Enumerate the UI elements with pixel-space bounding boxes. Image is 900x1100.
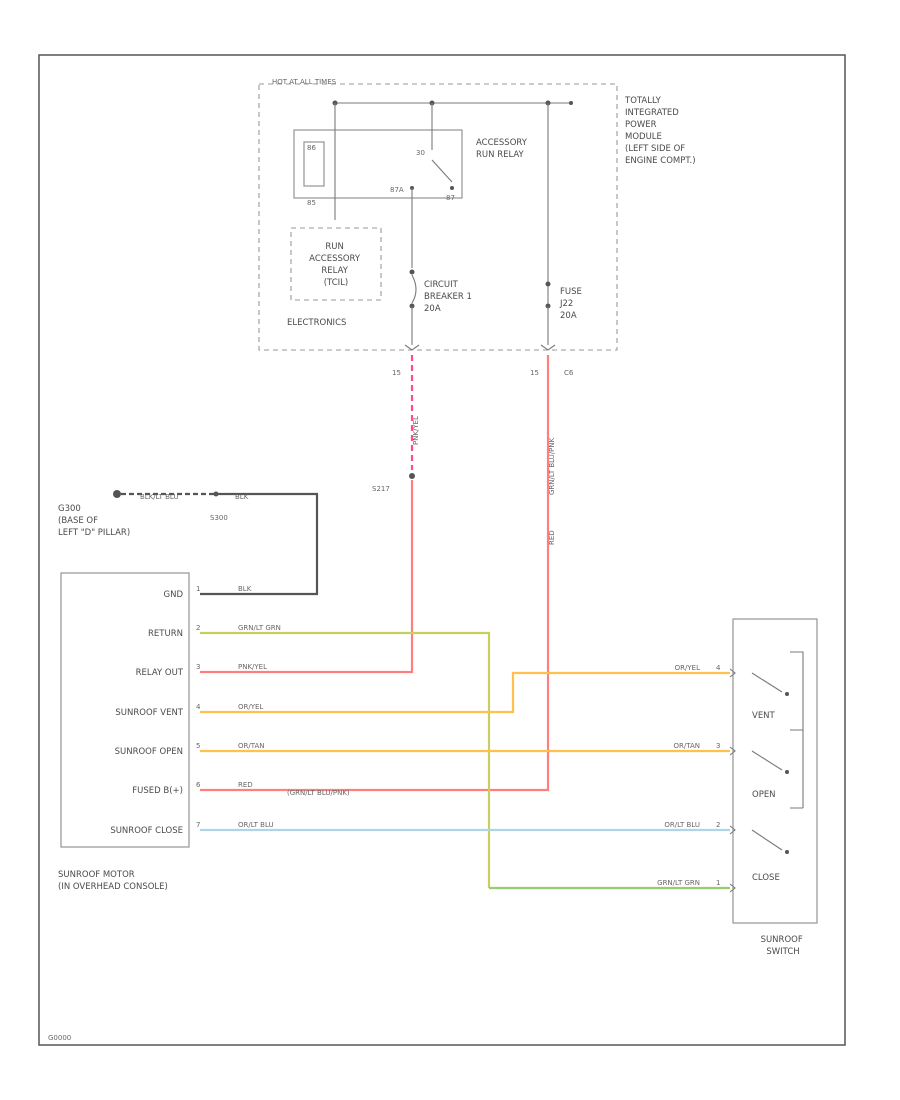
motor-wire-color-label: OR/TAN (238, 742, 265, 750)
switch-vent-contact (751, 672, 783, 693)
sunroof-motor-name: SUNROOF MOTOR (IN OVERHEAD CONSOLE) (58, 870, 168, 892)
switch-open-label: OPEN (752, 790, 776, 800)
motor-pin-number: 6 (196, 781, 201, 789)
switch-vent-label: VENT (752, 711, 776, 721)
accessory-relay-box (293, 129, 463, 199)
motor-wire-color-label: OR/YEL (238, 703, 263, 711)
electronics-box-text: RUN ACCESSORY RELAY (TCIL) (309, 242, 363, 288)
switch-node-3 (785, 850, 789, 854)
tipm-pin-fuse-b: C6 (564, 369, 574, 377)
hot-bus-dot-end (569, 101, 573, 105)
motor-pin-label: SUNROOF OPEN (115, 747, 183, 757)
motor-wire-color-label: OR/LT BLU (238, 821, 274, 829)
ground-wire-label: BLK/LT BLU (140, 493, 179, 501)
switch-pin-number: 2 (716, 821, 720, 829)
relay-pin-86: 86 (307, 144, 316, 152)
switch-pin-number: 1 (716, 879, 720, 887)
tipm-module: HOT AT ALL TIMES 86 85 30 87A 87 ACCESSO… (258, 78, 696, 351)
switch-close-contact (751, 829, 783, 851)
tipm-dashed-border (258, 83, 618, 351)
sunroof-switch-name: SUNROOF SWITCH (761, 935, 806, 957)
fuse-label: FUSE J22 20A (559, 287, 585, 321)
fuse-terminal-top (545, 281, 551, 287)
diagram-frame (38, 54, 846, 1046)
motor-pin-number: 2 (196, 624, 200, 632)
motor-pin-label: RETURN (148, 629, 183, 639)
motor-wire-color-label: RED (238, 781, 253, 789)
motor-wire-color-label: PNK/YEL (238, 663, 267, 671)
wire-sunroof-vent (200, 671, 730, 714)
motor-pin-number: 7 (196, 821, 200, 829)
breaker-element (411, 274, 417, 304)
switch-common-bus (790, 651, 804, 809)
electronics-label: ELECTRONICS (287, 318, 346, 328)
relay-pin-30: 30 (416, 149, 425, 157)
motor-pin-label: SUNROOF VENT (115, 708, 183, 718)
tipm-connector-chevrons (404, 344, 556, 351)
switch-connector-chevron (729, 825, 736, 835)
ground-g300-dot (113, 490, 121, 498)
switch-node-2 (785, 770, 789, 774)
switch-connector-chevron (729, 883, 736, 893)
wire-breaker-vertical-label: PNK/YEL (412, 416, 420, 445)
switch-open-contact (751, 750, 783, 771)
relay-pin-87: 87 (446, 194, 455, 202)
switch-wire-color-label: GRN/LT GRN (657, 879, 700, 887)
tipm-pin-fuse-a: 15 (530, 369, 539, 377)
switch-wire-color-label: OR/LT BLU (664, 821, 700, 829)
switch-connector-chevron (729, 746, 736, 756)
wire-return (200, 631, 491, 888)
sunroof-switch-box (732, 618, 818, 924)
switch-close-label: CLOSE (752, 873, 780, 883)
breaker-terminal-top (409, 269, 415, 275)
motor-pin-label: FUSED B(+) (132, 786, 183, 796)
wire-fuse-lower-label: RED (548, 530, 556, 545)
relay-coil (303, 141, 325, 187)
relay-pin-85: 85 (307, 199, 316, 207)
motor-wire-color-label: BLK (238, 585, 252, 593)
splice-s217-dot (409, 473, 415, 479)
ground-description: (BASE OF LEFT "D" PILLAR) (58, 516, 130, 538)
relay-contact-87 (450, 186, 454, 190)
switch-pin-number: 3 (716, 742, 720, 750)
footer-code: G0000 (48, 1034, 71, 1042)
motor-pin-number: 1 (196, 585, 200, 593)
sunroof-motor-box (60, 572, 190, 848)
splice-s300-dot (213, 491, 219, 497)
relay-switch-arm (431, 159, 453, 183)
motor-pin-number: 3 (196, 663, 200, 671)
switch-pin-number: 4 (716, 664, 721, 672)
switch-wire-color-label: OR/YEL (675, 664, 700, 672)
motor-pin-label: GND (164, 590, 184, 600)
wire-fused-b-plus (200, 355, 550, 792)
relay-label: ACCESSORY RUN RELAY (476, 138, 530, 160)
ground-wire-label-2: BLK (235, 493, 249, 501)
electronics-dashed-box (290, 227, 382, 301)
motor-fused-extra-label: (GRN/LT BLU/PNK) (287, 789, 350, 797)
breaker-label: CIRCUIT BREAKER 1 20A (424, 280, 475, 314)
motor-pin-number: 5 (196, 742, 200, 750)
ground-name: G300 (58, 504, 81, 514)
wire-relay-out (200, 480, 414, 674)
switch-connector-chevron (729, 668, 736, 678)
wire-fuse-vertical-label: GRN/LT BLU/PNK (548, 437, 556, 495)
tipm-title: TOTALLY INTEGRATED POWER MODULE (LEFT SI… (624, 96, 696, 166)
motor-pin-number: 4 (196, 703, 201, 711)
tipm-pin-breaker: 15 (392, 369, 401, 377)
motor-pin-label: SUNROOF CLOSE (110, 826, 183, 836)
hot-at-all-times-label: HOT AT ALL TIMES (272, 78, 337, 86)
splice-s217-label: S217 (372, 485, 390, 493)
motor-wire-color-label: GRN/LT GRN (238, 624, 281, 632)
switch-node-1 (785, 692, 789, 696)
motor-pin-label: RELAY OUT (136, 668, 184, 678)
ground-splice-label: S300 (210, 514, 228, 522)
relay-pin-87a: 87A (390, 186, 404, 194)
switch-wire-color-label: OR/TAN (674, 742, 701, 750)
wire-ground-blk (200, 492, 319, 596)
sunroof-motor: GND 1 BLK RETURN 2 GRN/LT GRN RELAY OUT 3 PNK/YE… (58, 572, 350, 892)
